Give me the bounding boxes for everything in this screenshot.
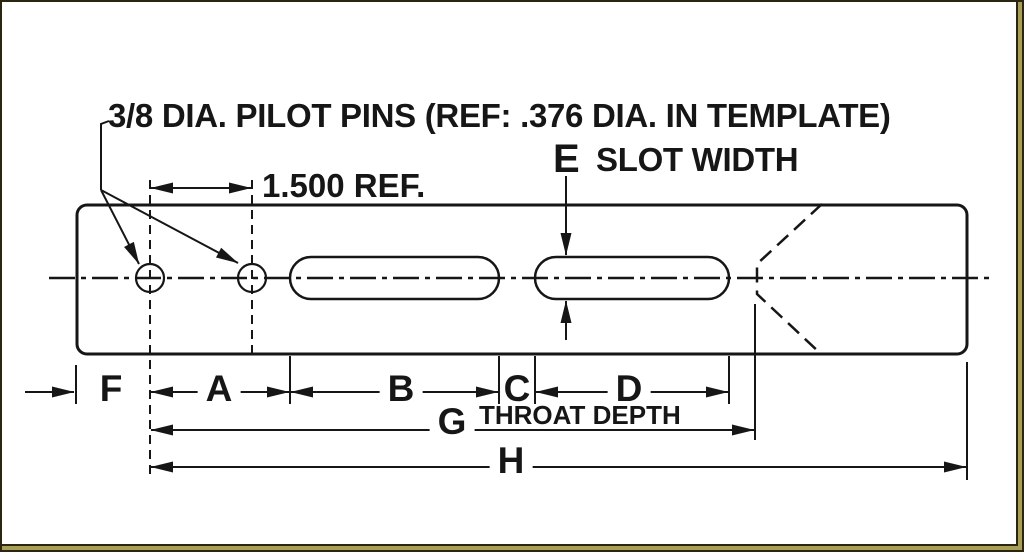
dim-label-c: C: [503, 368, 531, 409]
dim-label-d: D: [607, 370, 651, 407]
dim-label-e: E: [553, 137, 580, 181]
hidden-throat-chevron: [755, 203, 823, 354]
pilot-pin-holes: [134, 262, 268, 294]
dim-label-a: A: [197, 370, 241, 407]
pin-center-extension-lines: [149, 180, 253, 476]
dim-1500-ref: 1.500 REF.: [262, 167, 426, 204]
dim-label-g: G: [429, 403, 475, 440]
pilot-pin-leader-arrows: [100, 120, 239, 265]
extension-lines: [75, 304, 968, 480]
note-pilot-pins: 3/8 DIA. PILOT PINS (REF: .376 DIA. IN T…: [108, 97, 891, 134]
dim-label-f: F: [99, 368, 123, 409]
template-slots: [288, 255, 731, 301]
template-plate-outline: [75, 203, 969, 356]
slot-width-label: SLOT WIDTH: [596, 141, 799, 178]
dim-label-h: H: [489, 442, 533, 479]
dim-label-b: B: [379, 370, 423, 407]
throat-depth-label: THROAT DEPTH: [479, 400, 681, 430]
